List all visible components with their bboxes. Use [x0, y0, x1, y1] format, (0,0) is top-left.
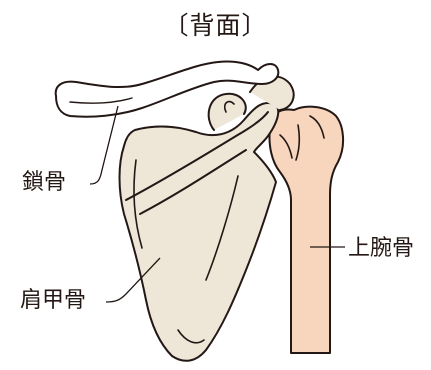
scapula-label: 肩甲骨: [20, 290, 86, 312]
scapula-bone: [120, 76, 294, 360]
clavicle-label: 鎖骨: [22, 172, 66, 194]
humerus-label: 上腕骨: [348, 238, 414, 260]
clavicle-leader-line: [90, 106, 118, 184]
humerus-bone: [269, 107, 343, 353]
